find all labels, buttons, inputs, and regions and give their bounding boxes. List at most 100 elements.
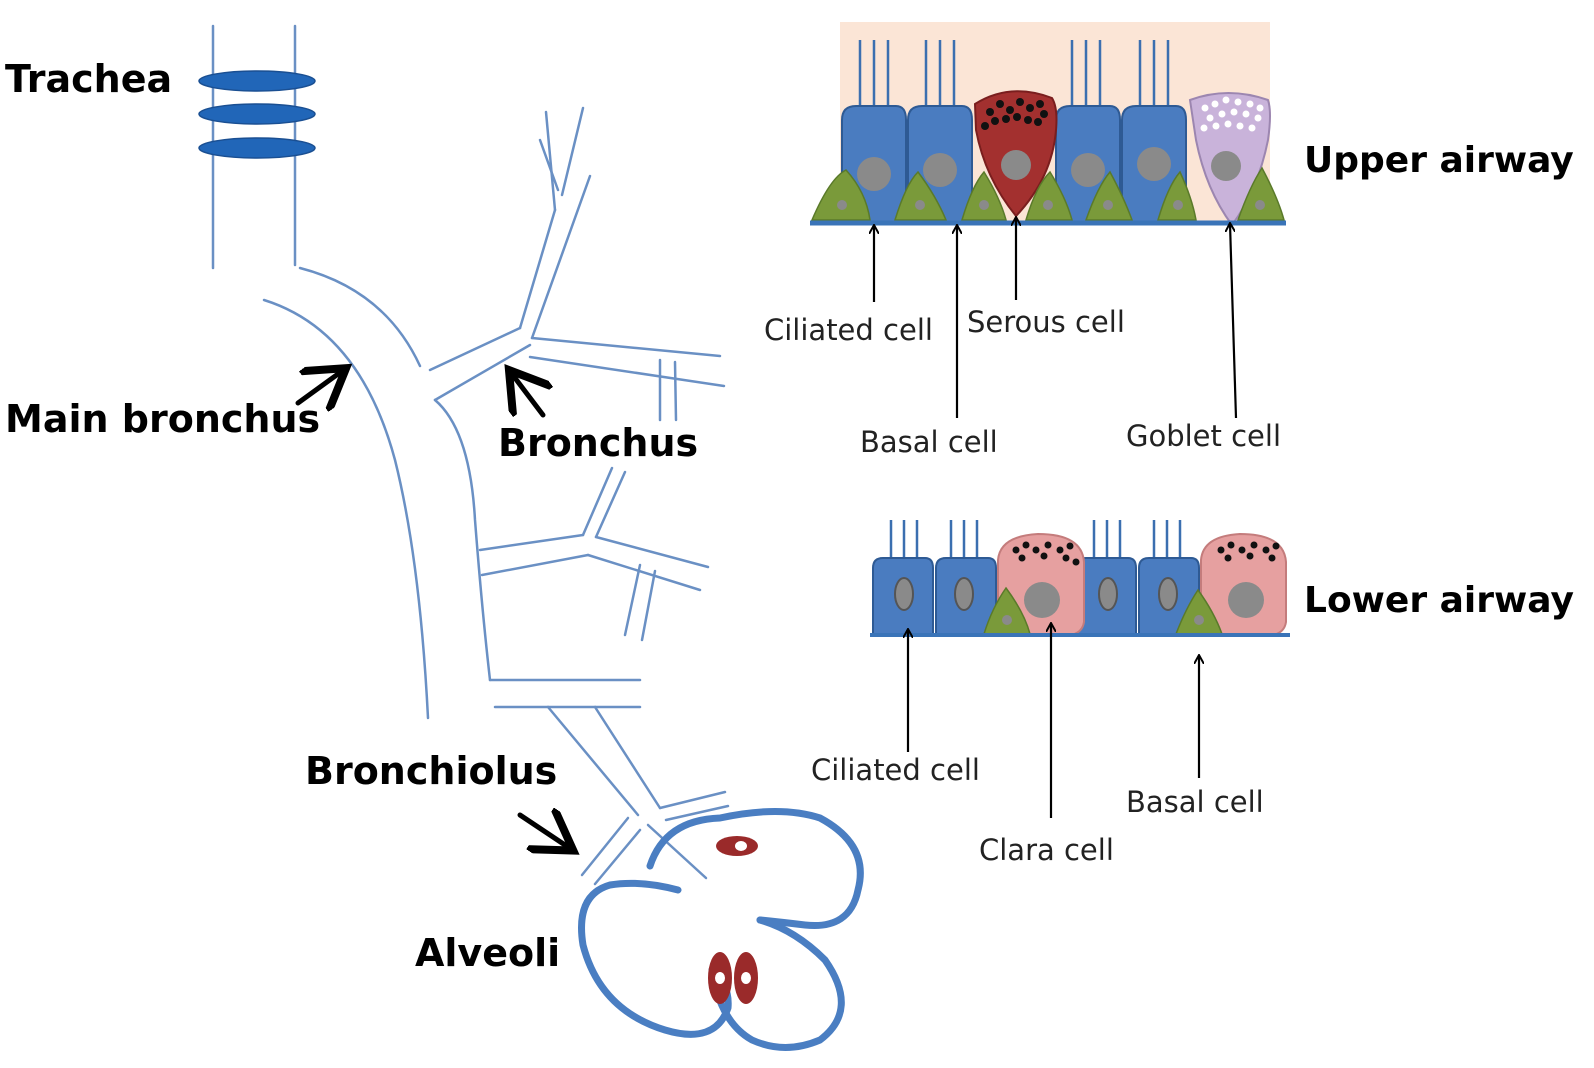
mid-twig-a (623, 563, 642, 637)
granule (1002, 115, 1010, 123)
granule (1056, 546, 1064, 554)
upper-twig-a (544, 110, 557, 212)
granule (1062, 554, 1070, 562)
main-bronchus-inner-wall (298, 266, 422, 368)
nucleus (923, 153, 957, 187)
right-twig-b (673, 360, 678, 422)
airway-tree (211, 24, 730, 886)
nucleus (837, 200, 847, 210)
lower-basal-nuclei (1002, 615, 1204, 625)
upper-limb-right (530, 174, 592, 340)
granule (1036, 100, 1044, 108)
alveoli-label: Alveoli (415, 931, 560, 975)
bronchiole-wall-left (546, 705, 640, 817)
granule (986, 108, 994, 116)
mid-twig-b (640, 569, 657, 642)
alveolar-type-nucleus-right (741, 972, 751, 984)
lower-cilia (889, 520, 1182, 560)
mucin-granule (1254, 114, 1262, 122)
granule (1034, 118, 1042, 126)
upper-cilia (858, 40, 1170, 108)
mucin-granule (1200, 124, 1208, 132)
upper-airway-label: Upper airway (1304, 140, 1574, 181)
cartilage-ring-3 (198, 137, 316, 159)
anatomy-arrows (295, 374, 565, 845)
right-limb-upper (530, 336, 722, 358)
mid-branch-lower (480, 553, 590, 577)
trachea-cartilage-rings (198, 70, 316, 159)
mid-right-upper (594, 535, 710, 569)
lower-basal-cells (982, 586, 1224, 635)
upper-basal-nuclei (837, 200, 1265, 210)
mucin-granule (1242, 110, 1250, 118)
anatomy-labels: Trachea Main bronchus Bronchus Bronchiol… (5, 57, 698, 975)
granule (1032, 546, 1040, 554)
mucin-granule (1248, 124, 1256, 132)
bronchiole-wall-right (593, 705, 662, 810)
granule (1006, 106, 1014, 114)
granule (1224, 554, 1232, 562)
nucleus (1255, 200, 1265, 210)
lower-ciliated-nuclei (894, 577, 1178, 611)
lower-ciliated-cell-label: Ciliated cell (811, 753, 980, 787)
nucleus (1001, 150, 1031, 180)
lower-pointer-lines (908, 624, 1199, 818)
cartilage-ring-1 (198, 70, 316, 92)
granule (1024, 116, 1032, 124)
nucleus (1228, 582, 1264, 618)
bronchus-upper-branch-lower (433, 343, 532, 402)
mucin-granule (1206, 114, 1214, 122)
granule (1022, 541, 1030, 549)
nucleus (1103, 200, 1113, 210)
nucleus (1043, 200, 1053, 210)
bronchus-label: Bronchus (498, 421, 698, 465)
upper-pointer-lines (874, 218, 1238, 419)
mucin-granule (1222, 96, 1230, 104)
lower-airway-label: Lower airway (1304, 580, 1574, 621)
nucleus (857, 157, 891, 191)
nucleus (1137, 147, 1171, 181)
granule (1040, 110, 1048, 118)
alveoli-sacs (578, 808, 864, 1051)
upper-basal-cells (810, 166, 1285, 221)
granule (1250, 541, 1258, 549)
basal-cell (810, 169, 871, 221)
mucin-granule (1211, 100, 1219, 108)
granule (1018, 554, 1026, 562)
mid-branch-upper (478, 533, 585, 552)
granule (1072, 558, 1080, 566)
terminal-b-1 (658, 790, 727, 810)
basal-cell (893, 170, 948, 221)
mucin-granule (1218, 110, 1226, 118)
serous-granules (981, 98, 1048, 130)
alveolus-lower-sac (708, 916, 845, 1051)
granule (991, 117, 999, 125)
upper-serous-cell-label: Serous cell (967, 305, 1125, 339)
granule (1217, 546, 1225, 554)
nucleus (894, 577, 914, 611)
granule (996, 100, 1004, 108)
mucin-granule (1246, 100, 1254, 108)
granule (1262, 546, 1270, 554)
bronchiolus-arrow (517, 815, 565, 845)
mucin-granule (1224, 120, 1232, 128)
granule (981, 122, 989, 130)
basal-cell (960, 170, 1007, 221)
bronchus-trunk-wall-left (433, 398, 492, 682)
upper-twig-c (538, 138, 560, 192)
trachea-label: Trachea (5, 57, 172, 101)
upper-basal-cell-label: Basal cell (860, 425, 998, 459)
clara-nuclei (1024, 582, 1264, 618)
nucleus (1098, 577, 1118, 611)
main-bronchus-label: Main bronchus (5, 397, 320, 441)
nucleus (979, 200, 989, 210)
alveolus-right-sac (646, 808, 864, 930)
nucleus (954, 577, 974, 611)
granule (1026, 104, 1034, 112)
upper-twig-b (560, 106, 585, 197)
goblet-mucin-granules (1200, 96, 1264, 132)
lower-basal-cell-label: Basal cell (1126, 785, 1264, 819)
granule (1246, 552, 1254, 560)
right-limb-lower (528, 355, 726, 388)
basal-cell (1024, 170, 1073, 221)
